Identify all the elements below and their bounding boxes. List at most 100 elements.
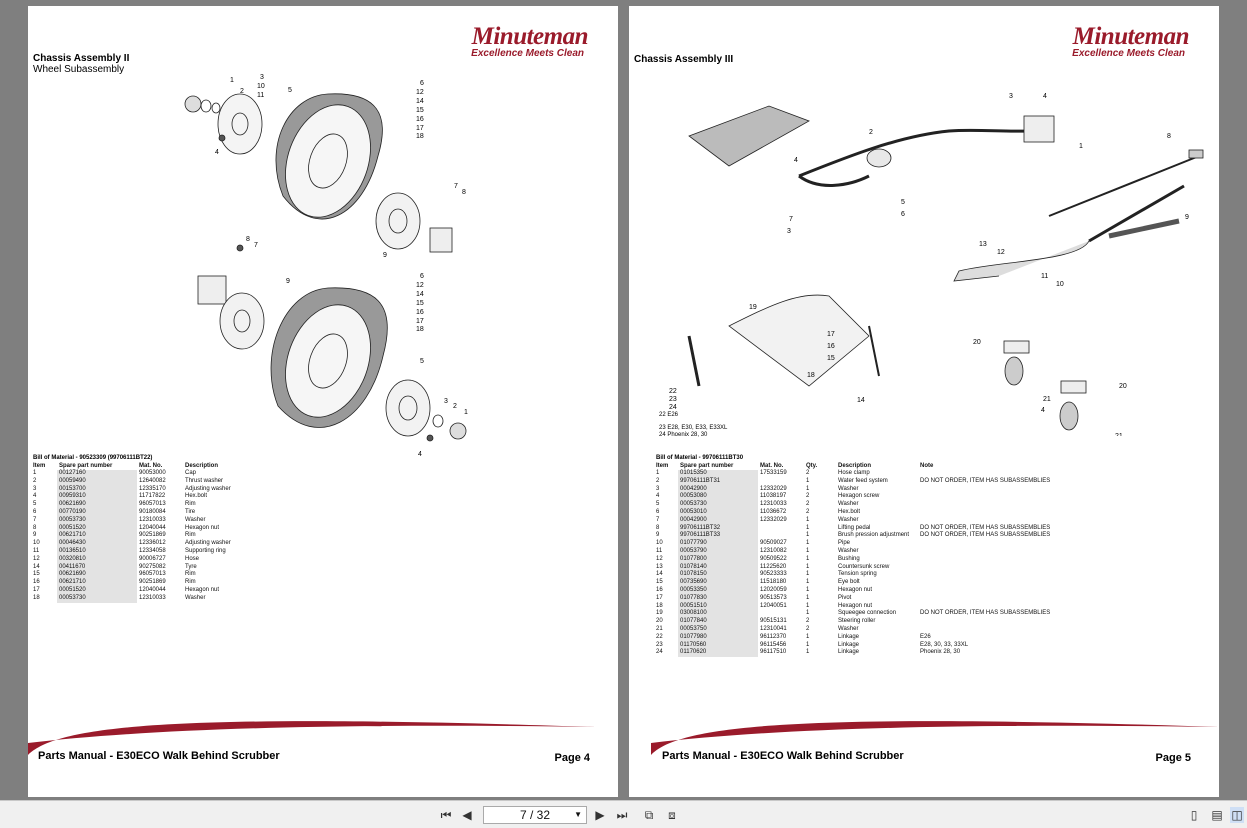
chevron-down-icon: ▼ bbox=[574, 810, 582, 819]
svg-text:21: 21 bbox=[1043, 396, 1051, 403]
table-cell: 2 bbox=[656, 477, 660, 484]
table-cell: 00959310 bbox=[57, 493, 137, 502]
table-cell: 00053790 bbox=[678, 547, 758, 556]
svg-text:8: 8 bbox=[462, 189, 466, 196]
svg-text:10: 10 bbox=[257, 83, 265, 90]
prev-page-icon[interactable]: ◀ bbox=[462, 808, 472, 822]
svg-text:10: 10 bbox=[1056, 281, 1064, 288]
table-cell: 00621710 bbox=[57, 532, 137, 541]
last-page-icon[interactable]: ⏭ bbox=[616, 808, 628, 822]
footer-title: Parts Manual - E30ECO Walk Behind Scrubb… bbox=[38, 750, 280, 762]
page-indicator: 7 / 32 bbox=[519, 808, 551, 822]
svg-text:3: 3 bbox=[444, 398, 448, 405]
svg-text:11: 11 bbox=[1041, 273, 1048, 280]
table-cell: 90513573 bbox=[760, 594, 787, 601]
svg-text:14: 14 bbox=[857, 397, 865, 404]
first-page-icon[interactable]: ⏮ bbox=[440, 808, 452, 822]
table-cell: 17 bbox=[656, 594, 663, 601]
table-cell: 1 bbox=[806, 485, 810, 492]
svg-text:11: 11 bbox=[257, 92, 264, 99]
table-cell: Rim bbox=[185, 579, 196, 586]
svg-text:1: 1 bbox=[464, 409, 468, 416]
table-cell: Lifting pedal bbox=[838, 524, 871, 531]
next-page-icon[interactable]: ▶ bbox=[595, 808, 605, 822]
table-cell: E28, 30, 33, 33XL bbox=[920, 641, 969, 648]
continuous-page-icon[interactable]: ▤ bbox=[1211, 808, 1223, 822]
logo-wordmark: Minuteman bbox=[471, 23, 589, 50]
table-cell: Cap bbox=[185, 470, 197, 476]
footer-page-number: Page 5 bbox=[1155, 752, 1191, 764]
table-cell: 18 bbox=[33, 594, 40, 601]
table-cell: 12310033 bbox=[139, 594, 166, 601]
page-number-select[interactable]: 7 / 32 ▼ bbox=[483, 806, 587, 824]
table-cell bbox=[918, 501, 1068, 509]
table-cell: 3 bbox=[33, 485, 37, 492]
table-cell: 90006727 bbox=[139, 555, 166, 562]
minuteman-logo: Minuteman Excellence Meets Clean bbox=[438, 24, 588, 59]
two-page-icon[interactable]: ◫ bbox=[1230, 807, 1244, 823]
thumbnail-view-icon[interactable]: ⧈ bbox=[668, 808, 676, 822]
table-cell: 12332029 bbox=[760, 516, 787, 523]
table-cell: 1 bbox=[806, 547, 810, 554]
table-cell: 00051520 bbox=[57, 586, 137, 595]
table-cell: 11038197 bbox=[760, 493, 787, 500]
table-cell: 16 bbox=[33, 579, 40, 586]
single-page-icon[interactable]: ▯ bbox=[1190, 808, 1198, 822]
svg-text:19: 19 bbox=[749, 304, 757, 311]
footer-swoosh bbox=[28, 721, 596, 755]
page-5: Minuteman Excellence Meets Clean Chassis… bbox=[629, 6, 1219, 797]
svg-text:13: 13 bbox=[979, 241, 987, 248]
table-cell bbox=[758, 532, 804, 540]
svg-text:4: 4 bbox=[1041, 407, 1045, 414]
table-cell: 2 bbox=[806, 493, 810, 500]
table-cell: DO NOT ORDER, ITEM HAS SUBASSEMBLIES bbox=[920, 532, 1051, 539]
table-cell bbox=[918, 626, 1068, 634]
table-cell: 16 bbox=[656, 586, 663, 593]
table-cell: Washer bbox=[185, 516, 206, 523]
table-cell: 2 bbox=[806, 618, 810, 625]
table-cell: 90053000 bbox=[139, 470, 166, 476]
svg-text:3: 3 bbox=[787, 228, 791, 235]
table-cell: 12336012 bbox=[139, 540, 166, 547]
table-cell: 1 bbox=[806, 563, 810, 570]
svg-text:18: 18 bbox=[416, 326, 424, 333]
table-cell: 90275082 bbox=[139, 563, 166, 570]
table-cell: 1 bbox=[806, 594, 810, 601]
table-cell: 8 bbox=[656, 524, 660, 531]
table-cell: 90523333 bbox=[760, 571, 787, 578]
table-cell: 12040044 bbox=[139, 524, 166, 531]
table-cell: 00136510 bbox=[57, 547, 137, 556]
table-cell: 17533159 bbox=[760, 470, 787, 476]
table-cell: 14 bbox=[656, 571, 663, 578]
table-cell: Eye bolt bbox=[838, 579, 860, 586]
table-cell: 1 bbox=[806, 579, 810, 586]
table-cell: 12020059 bbox=[760, 586, 787, 593]
bom-table: Item Spare part number Mat. No. Qty. Des… bbox=[654, 462, 1068, 658]
table-cell: 23 bbox=[656, 641, 663, 648]
table-cell: Tyre bbox=[185, 563, 197, 570]
page-view-icon[interactable]: ⧉ bbox=[644, 808, 654, 822]
table-cell: 00621690 bbox=[57, 501, 137, 509]
table-cell: 12310041 bbox=[760, 625, 787, 632]
footer-page-number: Page 4 bbox=[554, 752, 590, 764]
svg-text:1: 1 bbox=[1079, 143, 1083, 150]
table-cell: 99706111BT31 bbox=[678, 477, 758, 486]
col-item: Item bbox=[656, 463, 669, 469]
table-cell: 00411670 bbox=[57, 563, 137, 572]
table-cell: 00046430 bbox=[57, 540, 137, 548]
table-cell: 7 bbox=[33, 516, 37, 523]
table-cell: 01077790 bbox=[678, 540, 758, 548]
table-cell: 99706111BT33 bbox=[678, 532, 758, 541]
table-cell: 00059490 bbox=[57, 477, 137, 486]
